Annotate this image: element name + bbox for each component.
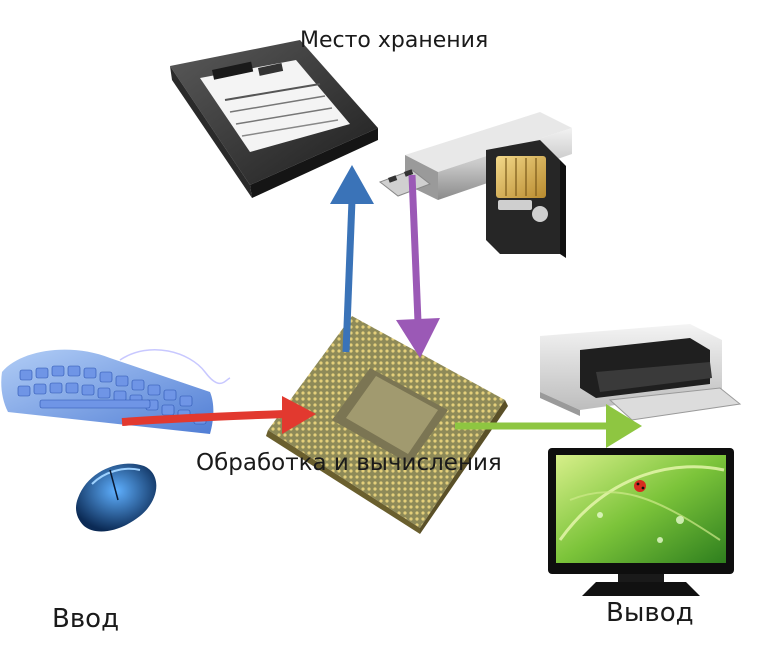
cpu-processor-icon: [266, 316, 508, 534]
hard-disk-drive-icon: [170, 40, 378, 198]
arrow-output: [455, 404, 642, 448]
arrow-storage-up: [330, 165, 374, 353]
arrow-input: [121, 396, 316, 434]
arrow-storage-down: [396, 174, 440, 358]
lcd-monitor-icon: [548, 448, 734, 596]
input-label: Ввод: [52, 604, 120, 634]
processing-label: Обработка и вычисления: [196, 450, 502, 476]
computer-mouse-icon: [76, 463, 157, 532]
flexible-keyboard-icon: [1, 348, 231, 434]
storage-label: Место хранения: [300, 28, 489, 53]
output-label: Вывод: [606, 598, 694, 628]
inkjet-printer-icon: [540, 324, 742, 421]
sd-memory-card-icon: [486, 140, 566, 258]
